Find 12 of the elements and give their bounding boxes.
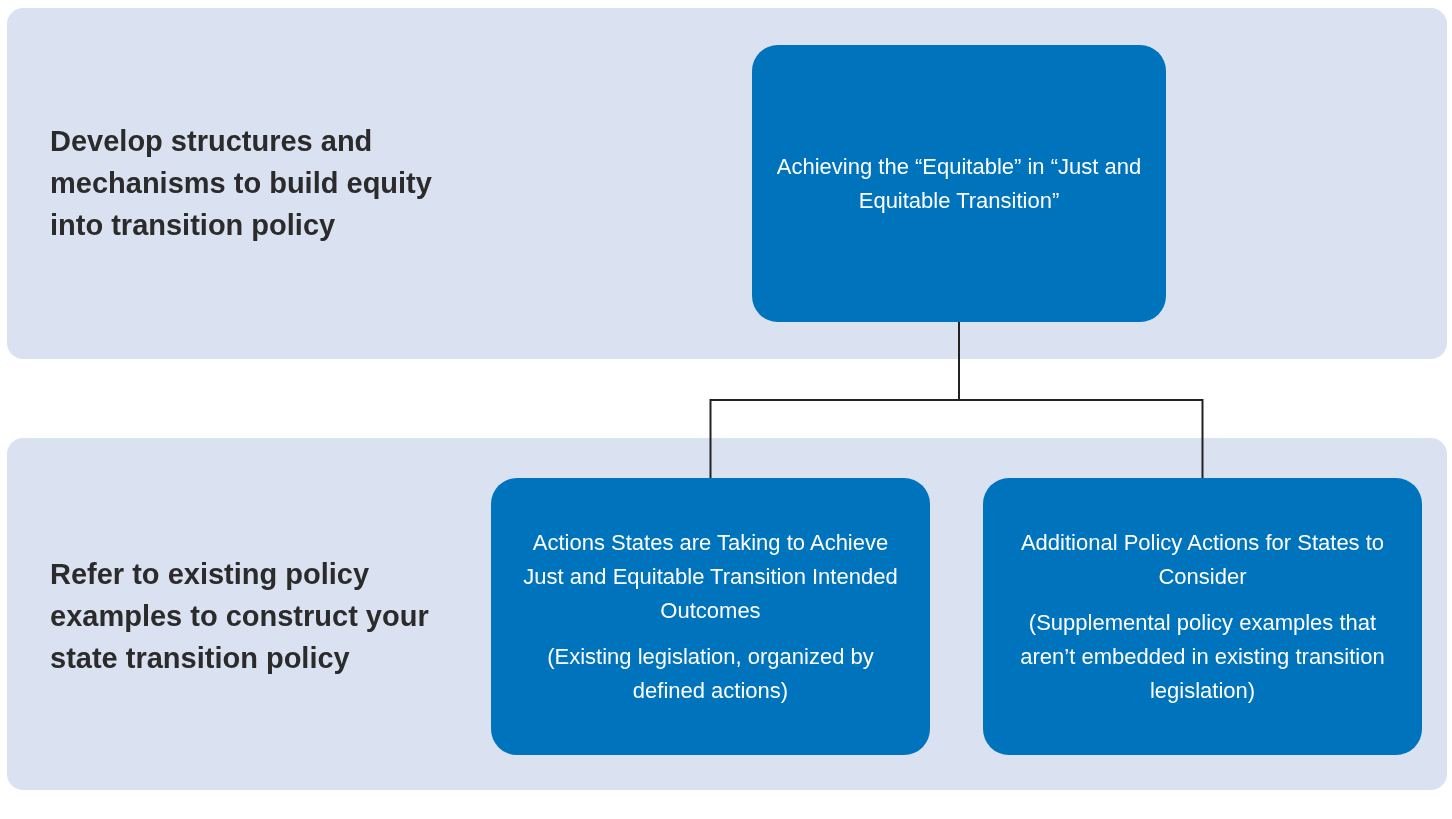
box-title: Additional Policy Actions for States to Consider xyxy=(1019,528,1386,591)
section-band xyxy=(7,8,1447,359)
section-band xyxy=(7,438,1447,790)
box-title: Actions States are Taking to Achieve Just and Equitable Transition Intended Outcomes xyxy=(522,528,899,625)
box-note: (Existing legislation, organized by defined actions) xyxy=(546,642,875,705)
process-box xyxy=(491,478,930,755)
box-title: Achieving the “Equitable” in “Just and Equitable Transition” xyxy=(775,152,1143,215)
box-note: (Supplemental policy examples that aren’t embedded in existing transition legislation) xyxy=(1019,608,1386,705)
section-heading: Refer to existing policy examples to construct your state transition policy xyxy=(50,557,430,676)
process-box xyxy=(983,478,1422,755)
process-box xyxy=(752,45,1166,322)
section-heading: Develop structures and mechanisms to build equity into transition policy xyxy=(50,124,433,243)
